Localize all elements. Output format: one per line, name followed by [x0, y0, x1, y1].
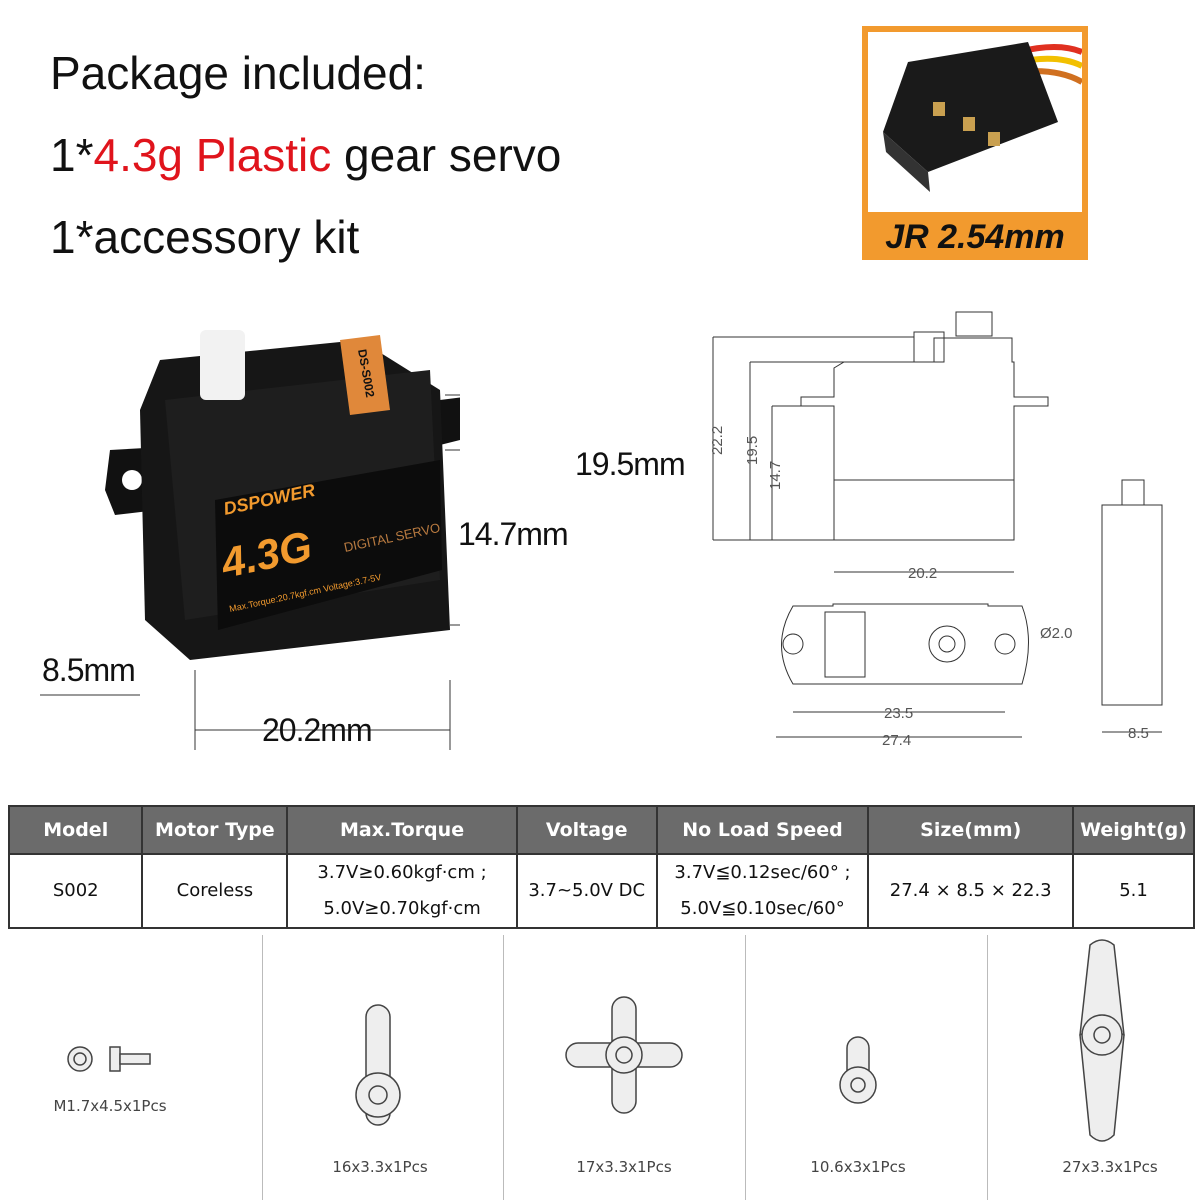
accessories-art: [67, 939, 1125, 1142]
connector-image: [868, 32, 1084, 212]
header-speed: No Load Speed: [655, 805, 870, 855]
drawing-h1: 22.2: [709, 426, 726, 455]
jr-connector-icon: [883, 42, 1084, 192]
cross-horn-icon: [565, 996, 683, 1114]
header-model: Model: [7, 805, 144, 855]
speed-3v7: 3.7V≦0.12sec/60° ;: [674, 862, 851, 883]
drawing-h2: 19.5: [744, 436, 761, 465]
torque-5v: 5.0V≥0.70kgf·cm: [323, 898, 481, 919]
connector-label: JR 2.54mm: [885, 218, 1065, 256]
accessory-horn-10-label: 10.6x3x1Pcs: [810, 1158, 906, 1176]
cell-motor: Coreless: [141, 853, 289, 929]
double-arm-horn-icon: [1079, 939, 1125, 1142]
header-torque: Max.Torque: [286, 805, 518, 855]
cell-voltage: 3.7~5.0V DC: [515, 853, 658, 929]
dim-depth: 8.5mm: [42, 652, 136, 688]
cell-model: S002: [7, 853, 144, 929]
drawing-w-total: 27.4: [882, 732, 911, 749]
dim-height-body: 14.7mm: [458, 516, 569, 552]
accessory-horn-17-label: 17x3.3x1Pcs: [576, 1158, 672, 1176]
drawing-hole-spacing: 23.5: [884, 705, 913, 722]
divider: [745, 935, 746, 1200]
servo-suffix: gear servo: [331, 129, 562, 181]
cell-size: 27.4 × 8.5 × 22.3: [867, 853, 1075, 929]
accessory-screws-label: M1.7x4.5x1Pcs: [53, 1097, 167, 1115]
drawing-w-body: 20.2: [908, 565, 937, 582]
qty: 1*: [50, 129, 94, 181]
single-arm-horn-icon: [355, 1004, 401, 1126]
spec-table: Model Motor Type Max.Torque Voltage No L…: [7, 805, 1195, 929]
cell-weight: 5.1: [1072, 853, 1195, 929]
header-voltage: Voltage: [515, 805, 658, 855]
cell-torque: 3.7V≥0.60kgf·cm ; 5.0V≥0.70kgf·cm: [286, 853, 518, 929]
torque-3v7: 3.7V≥0.60kgf·cm ;: [317, 862, 487, 883]
drawing-h3: 14.7: [767, 461, 784, 490]
technical-drawing: 22.2 19.5 14.7 20.2 Ø2.0 23.5 27.4 8.5: [709, 311, 1163, 749]
servo-photo: DSPOWER 4.3G DIGITAL SERVO Max.Torque:20…: [40, 330, 460, 750]
dim-width: 20.2mm: [262, 712, 373, 748]
accessory-horn-16-label: 16x3.3x1Pcs: [332, 1158, 428, 1176]
package-line-servo: 1*4.3g Plastic gear servo: [50, 132, 561, 178]
table-header-row: Model Motor Type Max.Torque Voltage No L…: [7, 805, 1195, 855]
drawing-hole: Ø2.0: [1040, 625, 1073, 642]
screw-icon: [67, 1046, 151, 1072]
table-row: S002 Coreless 3.7V≥0.60kgf·cm ; 5.0V≥0.70…: [7, 853, 1195, 929]
drawing-depth: 8.5: [1128, 725, 1149, 742]
cell-speed: 3.7V≦0.12sec/60° ; 5.0V≦0.10sec/60°: [655, 853, 870, 929]
dim-height-total: 19.5mm: [575, 446, 686, 482]
short-arm-horn-icon: [839, 1036, 877, 1104]
connector-box: JR 2.54mm: [862, 26, 1088, 260]
speed-5v: 5.0V≦0.10sec/60°: [680, 898, 845, 919]
divider: [503, 935, 504, 1200]
servo-highlight: 4.3g Plastic: [93, 129, 332, 181]
package-line-kit: 1*accessory kit: [50, 211, 360, 263]
accessory-horn-27-label: 27x3.3x1Pcs: [1062, 1158, 1158, 1176]
divider: [262, 935, 263, 1200]
header-motor: Motor Type: [141, 805, 289, 855]
header-size: Size(mm): [867, 805, 1075, 855]
divider: [987, 935, 988, 1200]
package-title: Package included:: [50, 47, 426, 99]
header-weight: Weight(g): [1072, 805, 1195, 855]
